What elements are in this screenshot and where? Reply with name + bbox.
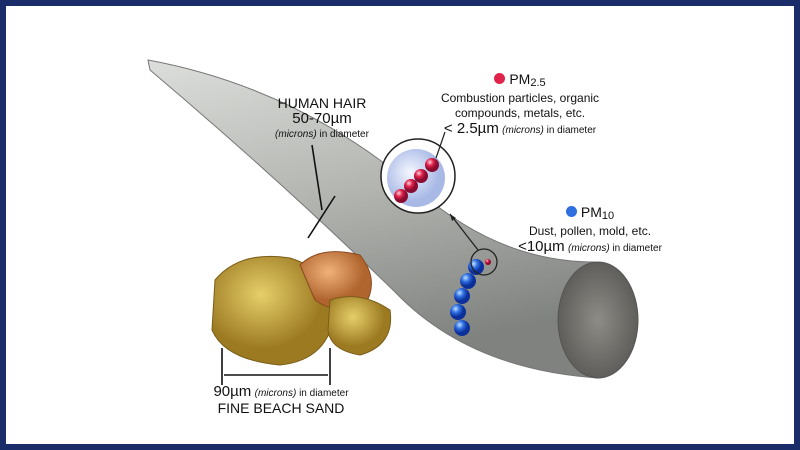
pm25-line2: compounds, metals, etc. [454, 106, 586, 120]
pm10-title: PM10 [495, 205, 685, 224]
pm10-note-italic: (microns) [568, 243, 610, 254]
sand-note: in diameter [296, 388, 349, 399]
pm25-label: PM2.5 Combustion particles, organic comp… [420, 72, 620, 138]
hair-diameter-arrow [307, 144, 336, 239]
pm25-title: PM2.5 [420, 72, 620, 91]
magnified-pm25 [380, 131, 479, 251]
pm25-size: < 2.5µm [443, 120, 499, 137]
pm10-particles [450, 248, 498, 336]
pm10-title-text: PM [580, 204, 602, 220]
pm10-label: PM10 Dust, pollen, mold, etc. <10µm (mic… [495, 205, 685, 256]
pm10-size: <10µm [518, 238, 565, 255]
pm25-note: in diameter [543, 125, 597, 136]
human-hair-label: HUMAN HAIR 50-70µm (microns) in diameter [262, 96, 382, 142]
pm25-line1: Combustion particles, organic [440, 91, 600, 105]
pm10-sub: 10 [601, 210, 615, 222]
red-particle-icon [494, 73, 506, 84]
hair-size: 50-70µm [292, 110, 352, 127]
sand-diameter-arrow [221, 348, 331, 385]
human-hair [147, 59, 639, 379]
pm25-note-italic: (microns) [502, 125, 544, 136]
sand-title: FINE BEACH SAND [217, 400, 345, 416]
sand-grains [211, 251, 392, 366]
pm25-sub: 2.5 [530, 77, 546, 89]
hair-title: HUMAN HAIR [277, 95, 367, 111]
pm10-line1: Dust, pollen, mold, etc. [528, 224, 652, 238]
sand-size: 90µm [213, 383, 252, 400]
pm25-title-text: PM [509, 71, 531, 87]
hair-note-italic: (microns) [275, 129, 317, 140]
hair-note: in diameter [316, 129, 369, 140]
blue-particle-icon [565, 206, 577, 217]
sand-label: 90µm (microns) in diameter FINE BEACH SA… [196, 384, 366, 416]
sand-note-italic: (microns) [254, 388, 297, 399]
pm10-note: in diameter [609, 243, 662, 254]
